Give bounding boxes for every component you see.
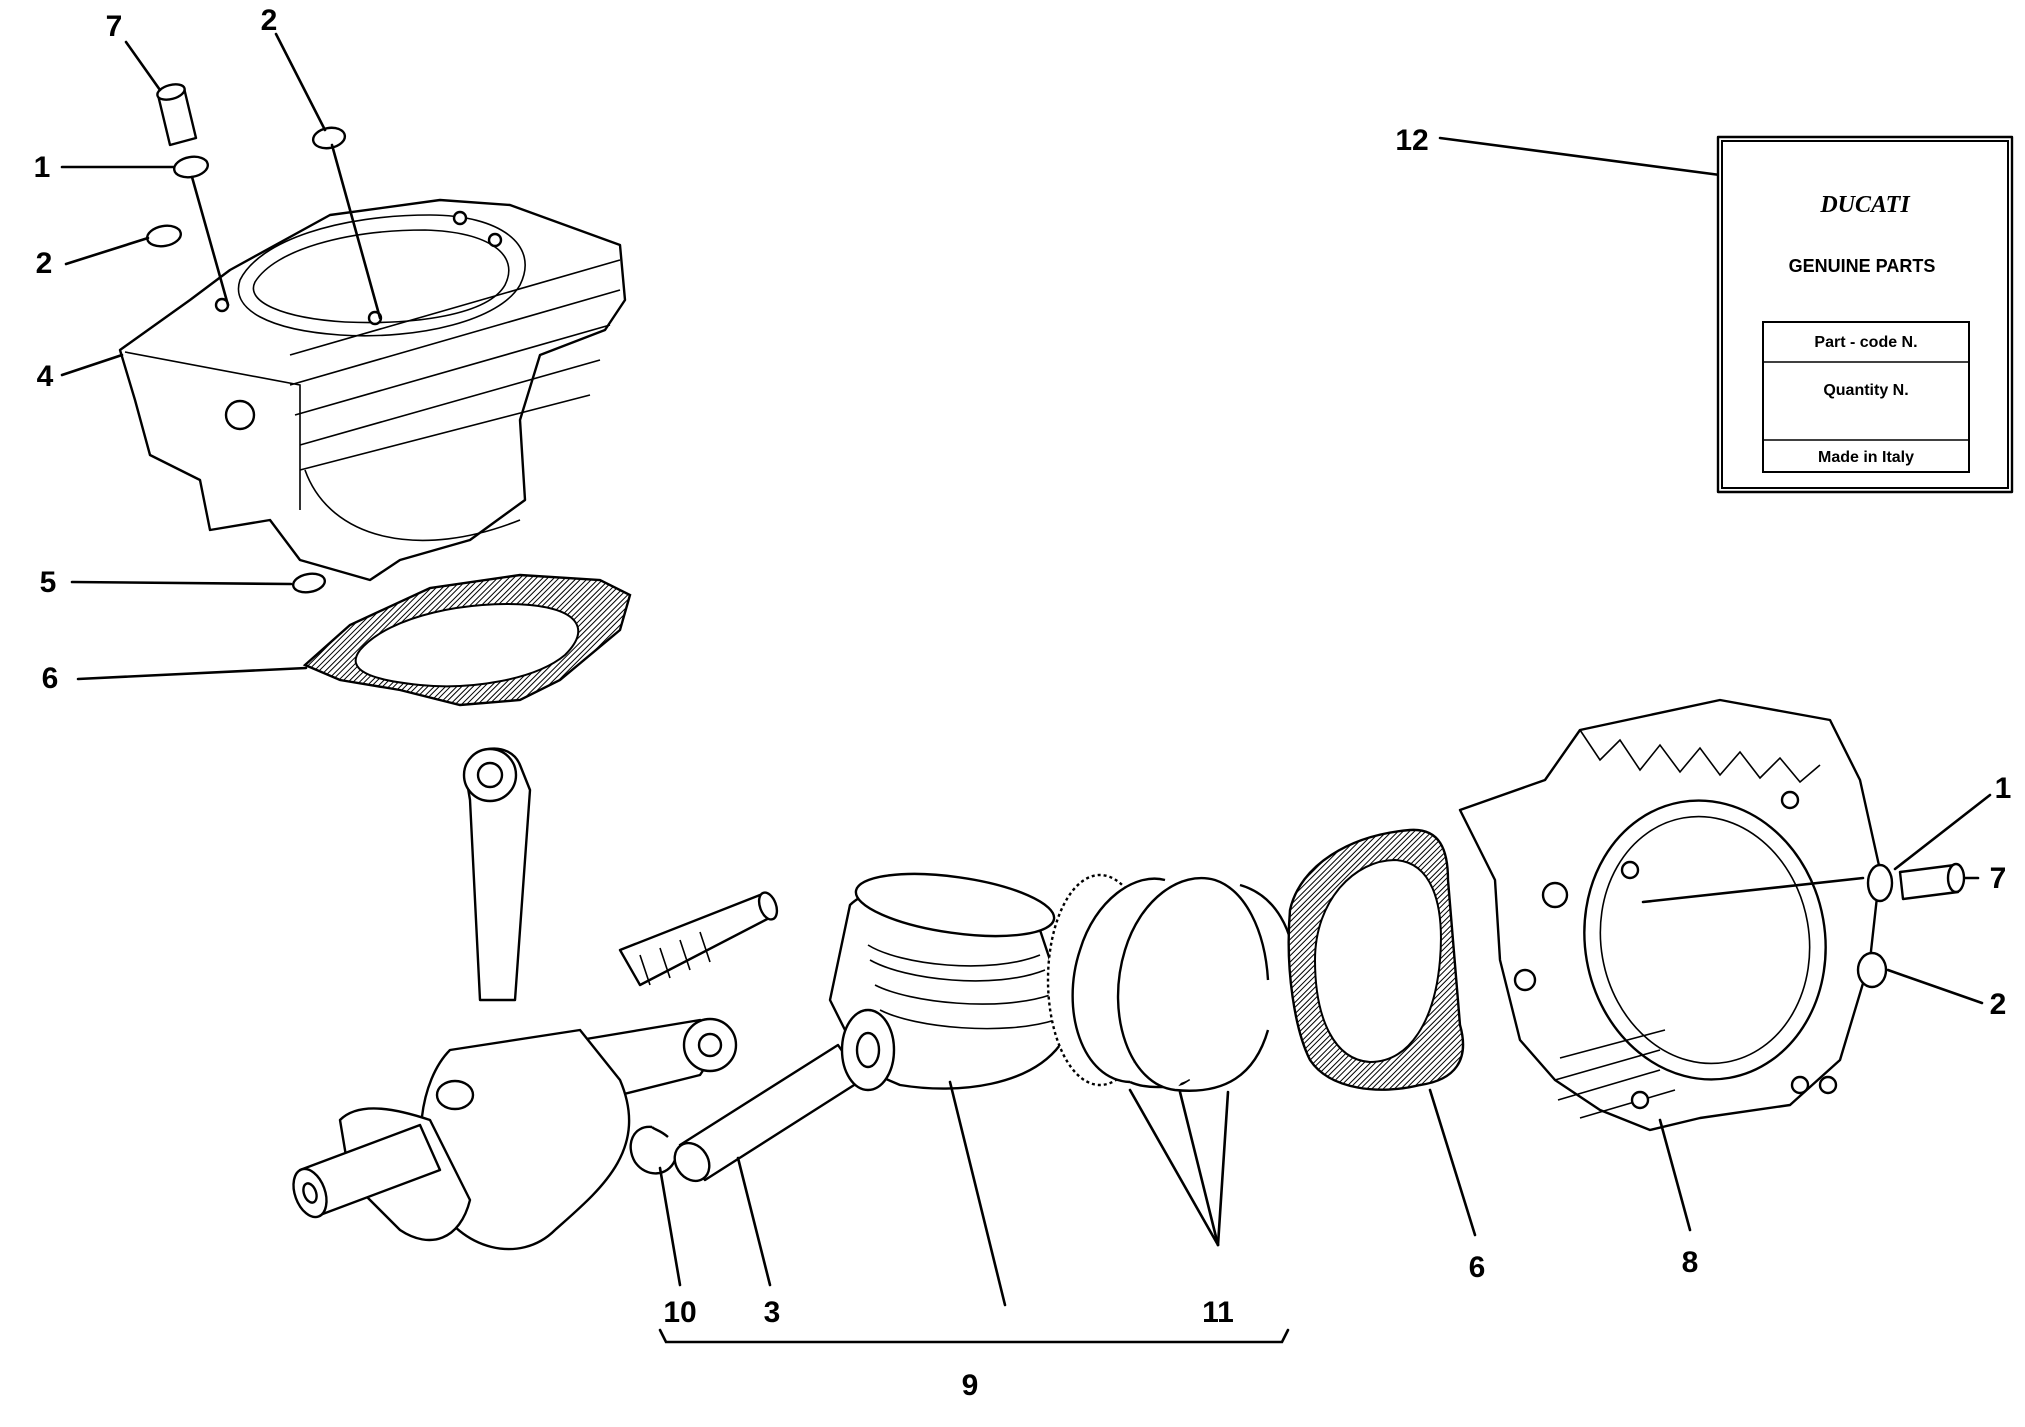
callout-7-top: 7 bbox=[106, 10, 123, 43]
callout-3: 3 bbox=[764, 1296, 781, 1329]
crankshaft-assembly bbox=[292, 747, 779, 1251]
o-ring-1-upper bbox=[172, 155, 210, 179]
dowel-pin-upper bbox=[156, 83, 198, 147]
circlip bbox=[629, 1125, 677, 1175]
tag-quantity: Quantity N. bbox=[1823, 382, 1908, 399]
genuine-parts-tag: DUCATI GENUINE PARTS Part - code N. Quan… bbox=[1438, 135, 2014, 494]
o-ring-5 bbox=[291, 572, 327, 594]
base-gasket-lower bbox=[1287, 828, 1465, 1091]
o-ring-1-lower bbox=[1866, 863, 1894, 903]
callout-5: 5 bbox=[40, 566, 57, 599]
callout-10: 10 bbox=[663, 1296, 696, 1329]
callout-2-top: 2 bbox=[261, 4, 278, 37]
cylinder-lower bbox=[1458, 698, 1882, 1132]
piston-rings bbox=[1046, 873, 1297, 1092]
tag-brand: DUCATI bbox=[1819, 192, 1911, 218]
o-ring-2-lower bbox=[1856, 951, 1888, 989]
callout-labels: 7 2 1 2 4 5 6 12 1 7 2 6 8 11 10 3 9 9 bbox=[34, 4, 2012, 1402]
callout-7-right: 7 bbox=[1990, 862, 2007, 895]
callout-2-right: 2 bbox=[1990, 988, 2007, 1021]
callout-9-group: 9 bbox=[962, 1369, 979, 1402]
callout-1-top: 1 bbox=[34, 151, 51, 184]
upper-cylinder-assembly bbox=[60, 32, 632, 707]
callout-12: 12 bbox=[1395, 124, 1428, 157]
tag-part-code: Part - code N. bbox=[1814, 334, 1917, 351]
cylinder-upper bbox=[118, 198, 627, 582]
dowel-pin-lower bbox=[1898, 862, 1966, 901]
callout-1-right: 1 bbox=[1995, 772, 2012, 805]
callout-8: 8 bbox=[1682, 1246, 1699, 1279]
callout-11: 11 bbox=[1202, 1296, 1234, 1329]
tag-made-in: Made in Italy bbox=[1818, 449, 1914, 466]
piston bbox=[828, 872, 1062, 1092]
callout-2-left: 2 bbox=[36, 247, 53, 280]
o-ring-2-upper-right bbox=[311, 126, 347, 150]
callout-6-top: 6 bbox=[42, 662, 59, 695]
o-ring-2-upper-left bbox=[145, 224, 183, 248]
group-bracket bbox=[658, 1328, 1290, 1344]
callout-6-bottom: 6 bbox=[1469, 1251, 1486, 1284]
callout-4: 4 bbox=[37, 360, 54, 393]
base-gasket-upper bbox=[302, 573, 632, 707]
tag-subtitle: GENUINE PARTS bbox=[1789, 256, 1936, 276]
